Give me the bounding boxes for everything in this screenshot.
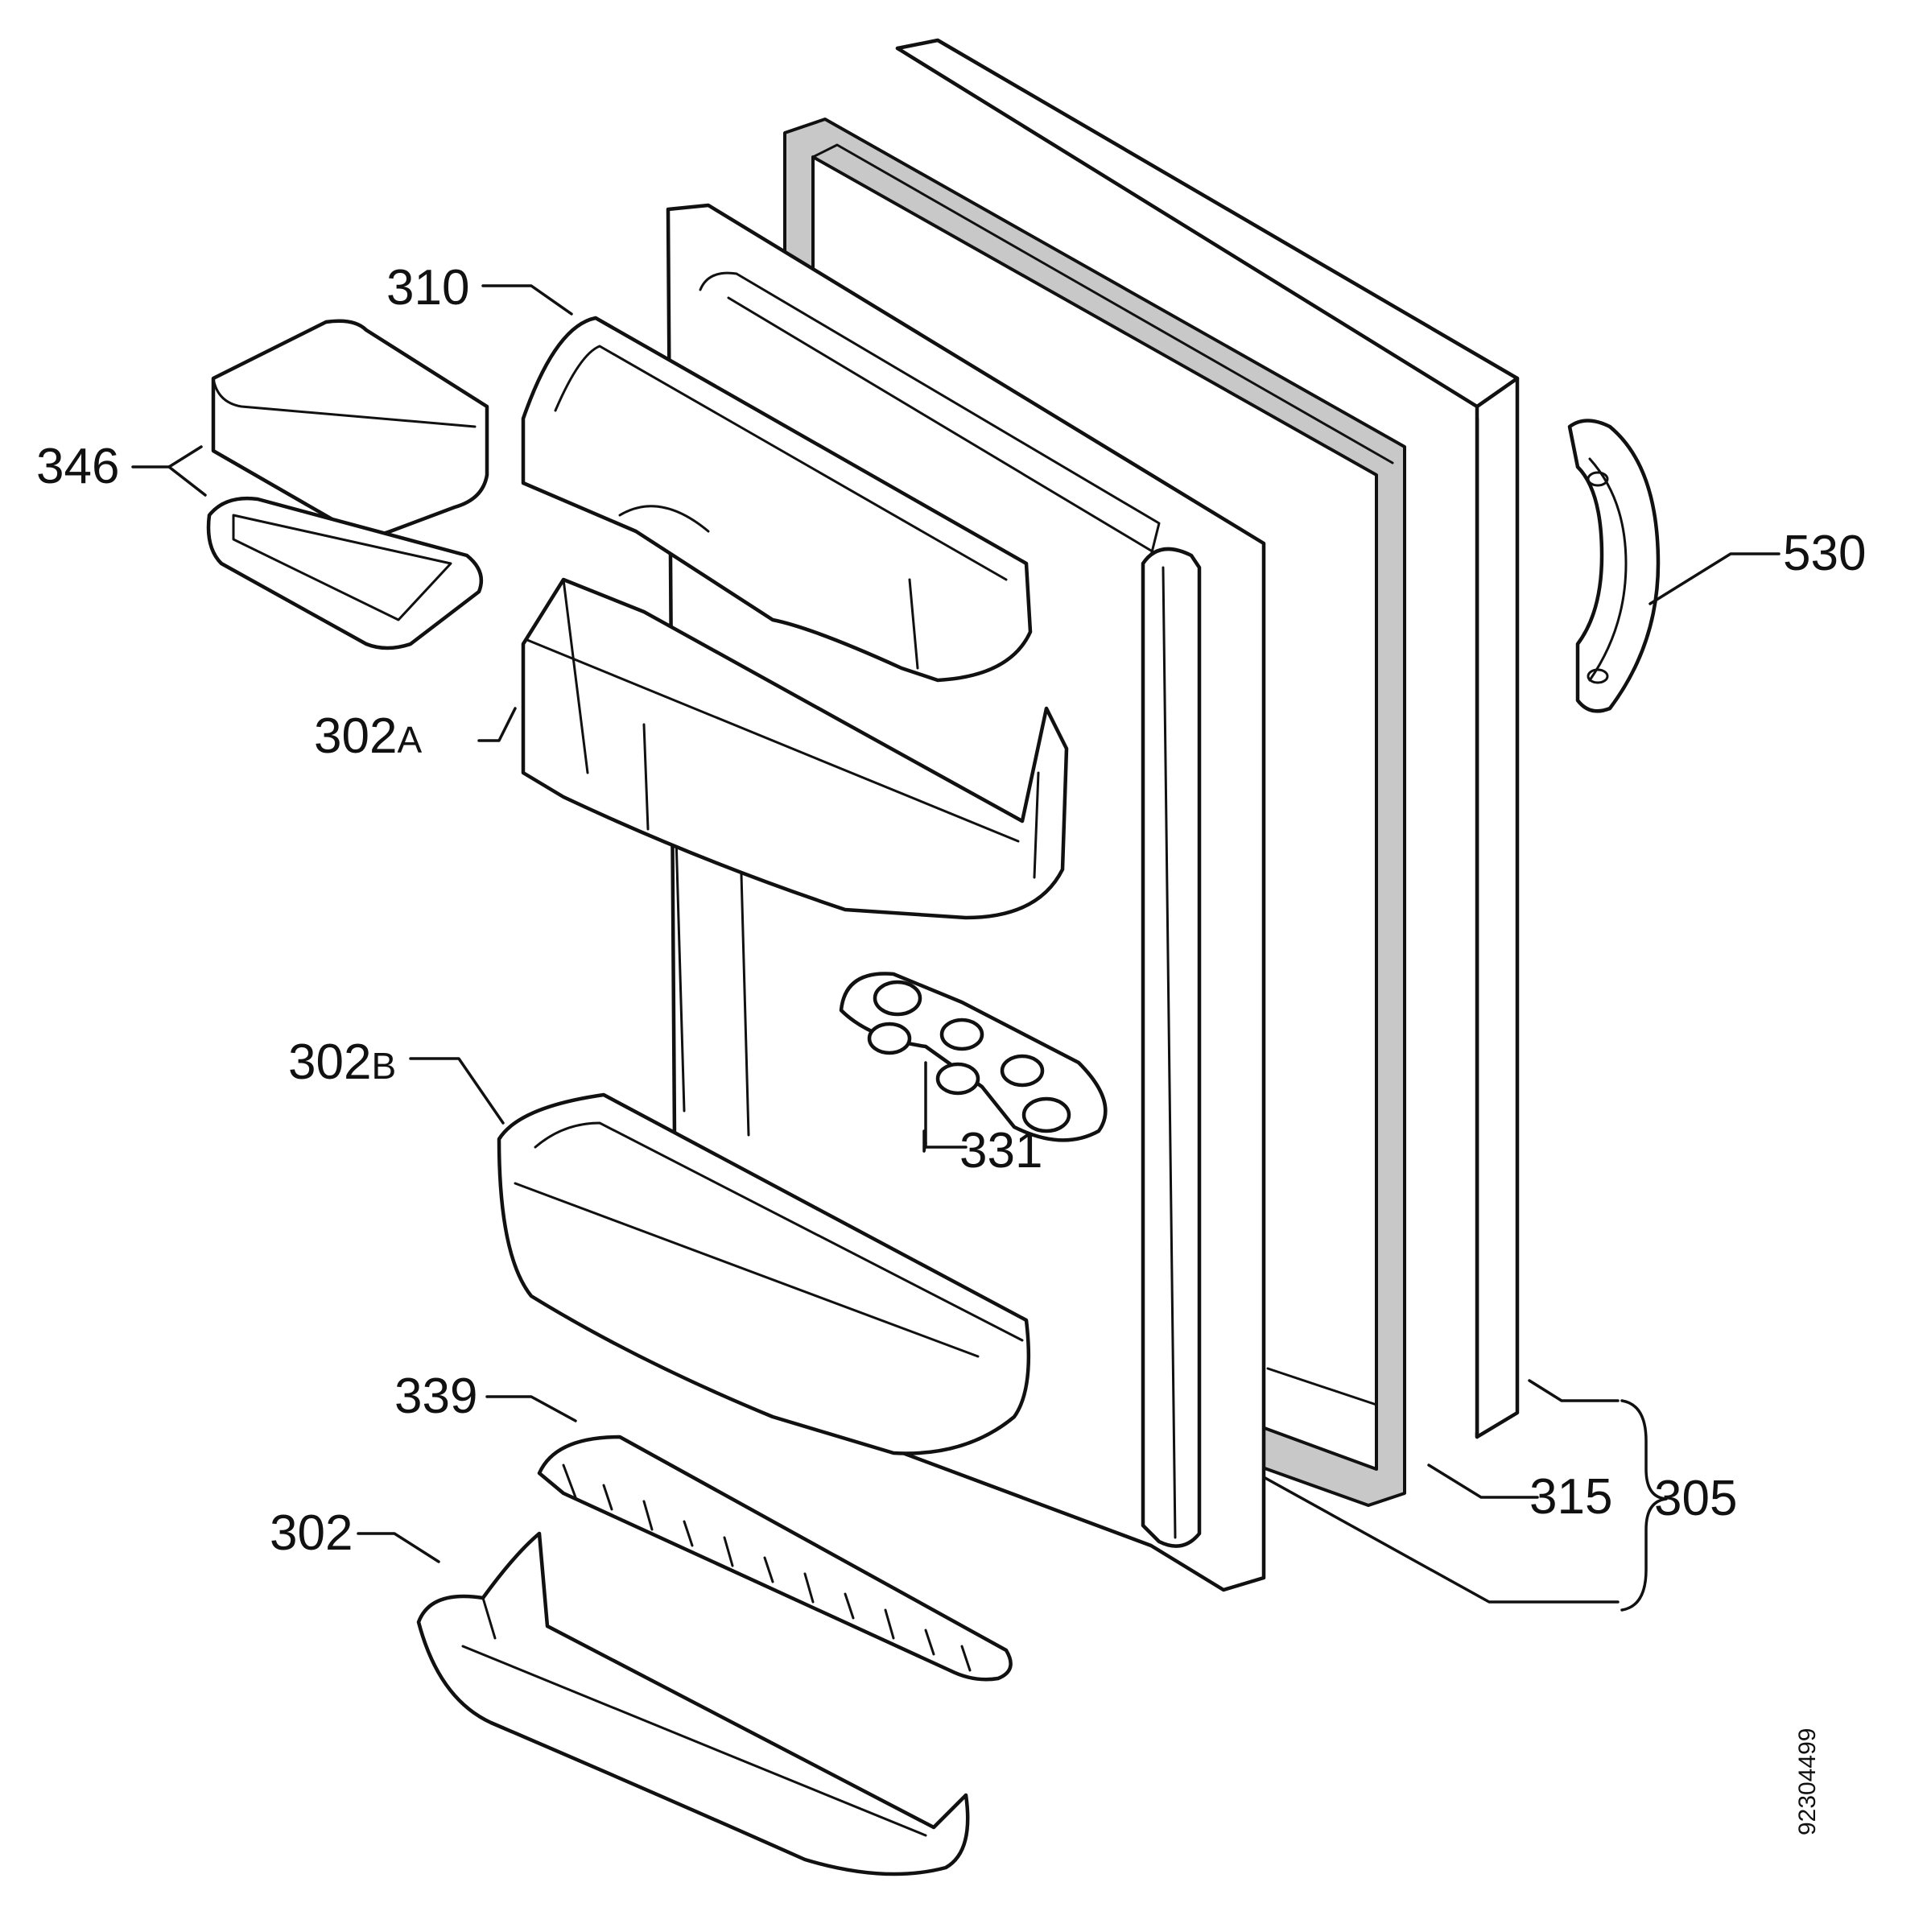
label-egg-tray: 331	[959, 1123, 1042, 1179]
label-door-gasket: 315	[1529, 1469, 1612, 1525]
shelf-cover	[521, 316, 1033, 683]
leader-lines	[131, 284, 1781, 1612]
label-shelf-cover: 310	[386, 260, 469, 316]
bottom-door-shelf	[416, 1531, 970, 1876]
label-upper-door-shelf-suffix: A	[397, 719, 422, 761]
label-butter-box: 346	[36, 439, 119, 494]
drawing-code: 92304499	[1794, 1728, 1821, 1835]
label-middle-door-shelf-number: 302	[288, 1034, 371, 1090]
butter-box	[206, 319, 489, 650]
label-bottom-door-shelf: 302	[270, 1505, 353, 1561]
door-handle	[1567, 419, 1661, 713]
bottle-guard	[537, 1435, 1013, 1682]
label-door-handle: 530	[1783, 526, 1866, 581]
label-bottle-guard: 339	[394, 1368, 477, 1424]
label-upper-door-shelf-number: 302	[314, 708, 397, 764]
label-upper-door-shelf: 302A	[314, 708, 422, 764]
label-middle-door-shelf: 302B	[288, 1034, 396, 1090]
label-middle-door-shelf-suffix: B	[371, 1045, 396, 1087]
door-front-rail	[1141, 547, 1202, 1548]
middle-door-shelf	[497, 1092, 1031, 1455]
egg-tray	[839, 972, 1108, 1142]
upper-door-shelf	[521, 577, 1069, 920]
label-door-assembly: 305	[1654, 1471, 1737, 1526]
